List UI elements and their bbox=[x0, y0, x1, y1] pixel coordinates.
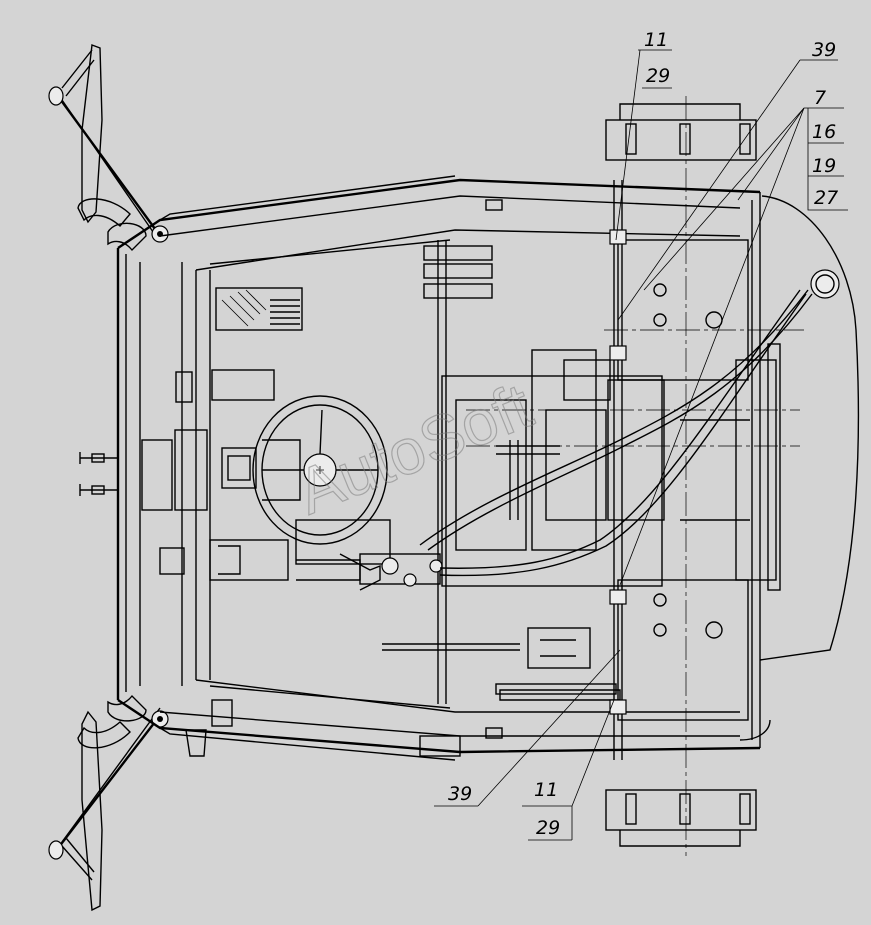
callout-27: 27 bbox=[814, 187, 838, 209]
right-outline bbox=[739, 195, 860, 741]
callout-29-top: 29 bbox=[646, 65, 670, 87]
top-brackets bbox=[419, 199, 617, 757]
callout-19: 19 bbox=[812, 155, 836, 177]
leader-lines bbox=[434, 49, 848, 841]
left-handles bbox=[77, 198, 147, 749]
centerlines bbox=[466, 96, 804, 856]
left-bottom-mirror bbox=[48, 707, 169, 912]
tie-rod bbox=[609, 180, 627, 760]
callout-29-bottom: 29 bbox=[536, 817, 560, 839]
cab-frame bbox=[116, 175, 761, 761]
callout-11-top: 11 bbox=[644, 29, 668, 51]
callout-7: 7 bbox=[814, 87, 826, 109]
left-panel-components bbox=[79, 287, 303, 757]
steering-wheel bbox=[252, 395, 391, 565]
callout-16: 16 bbox=[812, 121, 836, 143]
control-cable bbox=[419, 269, 840, 577]
right-hydraulic-blocks bbox=[605, 103, 781, 847]
left-top-mirror bbox=[48, 44, 169, 243]
callout-39-top: 39 bbox=[812, 39, 836, 61]
callout-11-bottom: 11 bbox=[534, 779, 558, 801]
callout-39-bottom: 39 bbox=[448, 783, 472, 805]
callout-labels: 11 29 39 7 16 19 27 39 11 29 bbox=[448, 29, 838, 839]
